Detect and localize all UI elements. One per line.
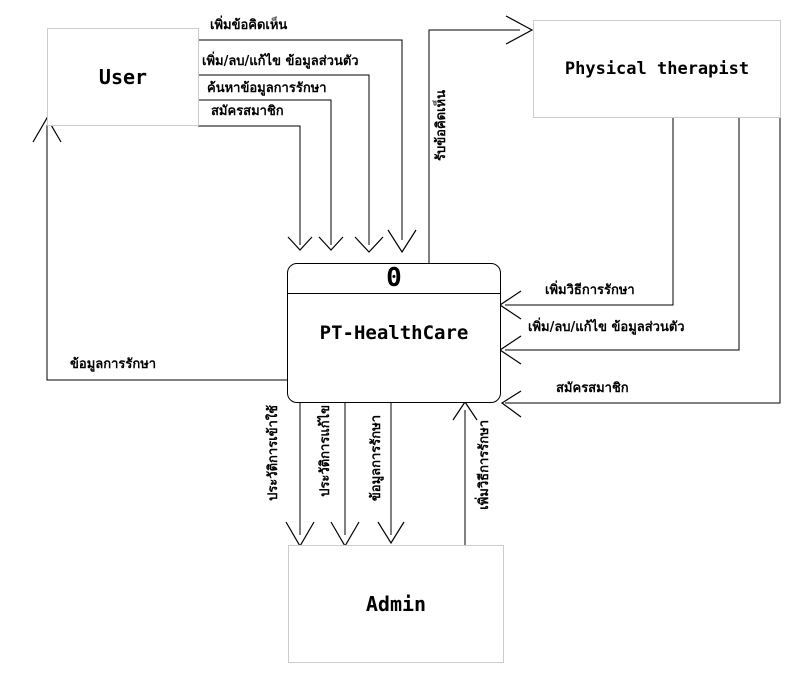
label-therapist-register: สมัครสมาชิก [556, 381, 629, 396]
entity-therapist-label: Physical therapist [564, 59, 750, 79]
entity-user-label: User [98, 65, 148, 89]
label-therapist-edit-profile: เพิ่ม/ลบ/แก้ไข ข้อมูลส่วนตัว [528, 320, 685, 335]
flow-line-therapist-register [505, 117, 781, 404]
label-admin-add-method: เพิ่มวิธีการรักษา [477, 420, 492, 510]
entity-admin-label: Admin [365, 592, 427, 616]
arrowhead-user-search [318, 236, 344, 251]
entity-admin: Admin [288, 545, 504, 663]
flow-line-therapist-add-method [505, 117, 674, 306]
label-user-add-comment: เพิ่มข้อคิดเห็น [210, 18, 288, 33]
label-to-admin-treatment: ข้อมูลการรักษา [369, 415, 384, 502]
process-name: PT-HealthCare [319, 322, 469, 344]
flow-line-user-add-comment [198, 39, 403, 240]
label-therapist-add-method: เพิ่มวิธีการรักษา [545, 283, 635, 298]
arrowhead-user-add-comment [387, 229, 417, 254]
flow-line-to-therapist [428, 29, 520, 263]
label-to-user-treatment: ข้อมูลการรักษา [70, 357, 157, 372]
arrowhead-to-therapist [505, 15, 534, 45]
arrowhead-user-edit-profile [354, 236, 384, 253]
label-user-search: ค้นหาข้อมูลการรักษา [207, 81, 327, 96]
label-to-admin-edit: ประวัติการแก้ไข [318, 405, 333, 497]
arrowhead-therapist-register [500, 390, 522, 418]
flow-line-user-search [198, 99, 332, 245]
flow-line-user-edit-profile [198, 74, 370, 245]
flow-line-user-register [198, 125, 301, 245]
process-divider [288, 293, 500, 294]
process-id: 0 [386, 263, 402, 293]
flow-line-to-user [46, 125, 287, 381]
flow-line-therapist-edit-profile [505, 117, 740, 351]
process-pt-healthcare: 0 PT-HealthCare [287, 263, 501, 403]
label-user-register: สมัครสมาชิก [211, 104, 284, 119]
label-to-admin-usage: ประวัติการเข้าใช้ [266, 405, 281, 501]
entity-physical-therapist: Physical therapist [533, 20, 781, 118]
arrowhead-user-register [287, 236, 313, 251]
arrowhead-to-admin-treatment [377, 521, 405, 545]
label-to-therapist-comment: รับข้อคิดเห็น [434, 90, 449, 161]
entity-user: User [47, 28, 199, 126]
label-user-edit-profile: เพิ่ม/ลบ/แก้ไข ข้อมูลส่วนตัว [202, 54, 359, 69]
